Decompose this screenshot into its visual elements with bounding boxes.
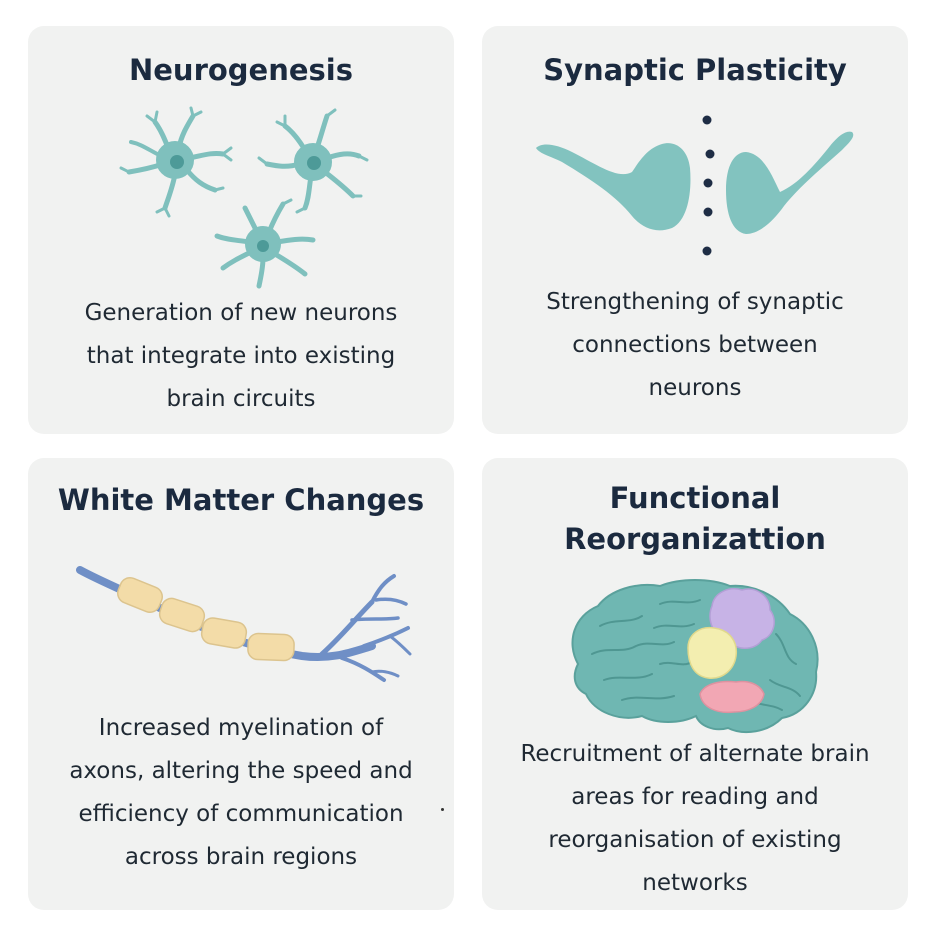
- card-synaptic-plasticity: Synaptic Plasticity Strengthening of syn…: [482, 26, 908, 434]
- myelinated-axon-icon: [76, 566, 412, 682]
- synapse-icon: [536, 115, 854, 256]
- card-title: Functional Reorganizattion: [564, 481, 826, 556]
- neuron-cell-1-icon: [119, 106, 233, 218]
- postsynaptic-terminal-icon: [726, 131, 854, 234]
- stray-mark: [441, 808, 444, 811]
- region-pink-icon: [699, 680, 765, 714]
- card-description: Increased myelination of axons, altering…: [69, 715, 413, 870]
- card-description: Recruitment of alternate brain areas for…: [520, 741, 870, 896]
- card-white-matter-changes: White Matter Changes Increased myelinati…: [28, 458, 454, 910]
- card-functional-reorganization: Functional Reorganizattion Recruitment o…: [482, 458, 908, 910]
- card-title: Synaptic Plasticity: [543, 53, 847, 87]
- neurons-icon: [119, 106, 369, 289]
- neuron-cell-3-icon: [214, 198, 316, 289]
- card-neurogenesis: Neurogenesis: [28, 26, 454, 434]
- myelin-sheath-icon: [116, 576, 295, 662]
- neurotransmitter-dots-icon: [702, 115, 715, 256]
- card-title: White Matter Changes: [57, 483, 425, 517]
- brain-regions-icon: [571, 579, 819, 734]
- card-description: Strengthening of synaptic connections be…: [546, 289, 844, 401]
- presynaptic-terminal-icon: [536, 143, 691, 231]
- card-description: Generation of new neurons that integrate…: [84, 300, 398, 412]
- card-title: Neurogenesis: [128, 53, 353, 87]
- region-yellow-icon: [687, 626, 738, 679]
- neuron-cell-2-icon: [257, 108, 369, 214]
